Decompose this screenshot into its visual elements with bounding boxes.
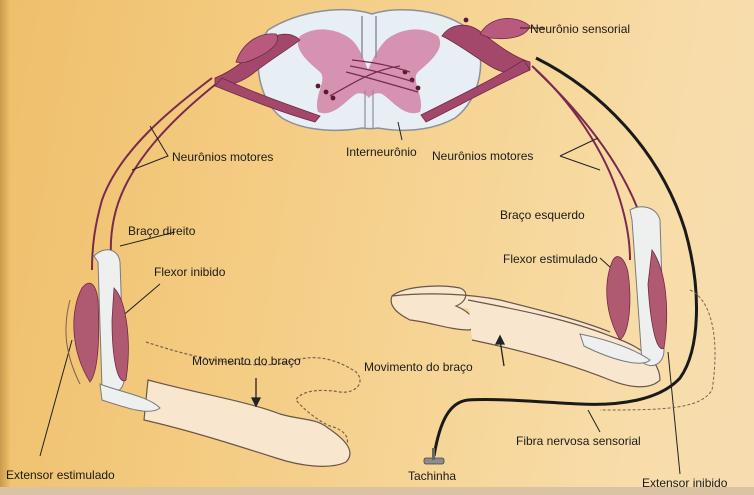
label-neuronios-motores-right: Neurônios motores xyxy=(432,149,533,163)
left-arm-drawing xyxy=(391,207,715,410)
tachinha-icon xyxy=(424,448,444,464)
label-interneuronio: Interneurônio xyxy=(346,145,417,159)
label-neuronio-sensorial: Neurônio sensorial xyxy=(530,22,630,36)
label-tachinha: Tachinha xyxy=(408,469,456,483)
label-extensor-estimulado: Extensor estimulado xyxy=(6,468,115,482)
label-braco-direito: Braço direito xyxy=(128,224,195,238)
label-neuronios-motores-left: Neurônios motores xyxy=(172,150,273,164)
page-bottom-edge xyxy=(0,487,754,495)
label-fibra-nervosa: Fibra nervosa sensorial xyxy=(516,434,641,448)
left-motor-nerves xyxy=(92,78,216,272)
label-movimento-right: Movimento do braço xyxy=(364,360,473,374)
label-flexor-estimulado: Flexor estimulado xyxy=(503,252,598,266)
label-braco-esquerdo: Braço esquerdo xyxy=(500,208,585,222)
label-flexor-inibido: Flexor inibido xyxy=(154,265,225,279)
label-movimento-left: Movimento do braço xyxy=(192,354,301,368)
